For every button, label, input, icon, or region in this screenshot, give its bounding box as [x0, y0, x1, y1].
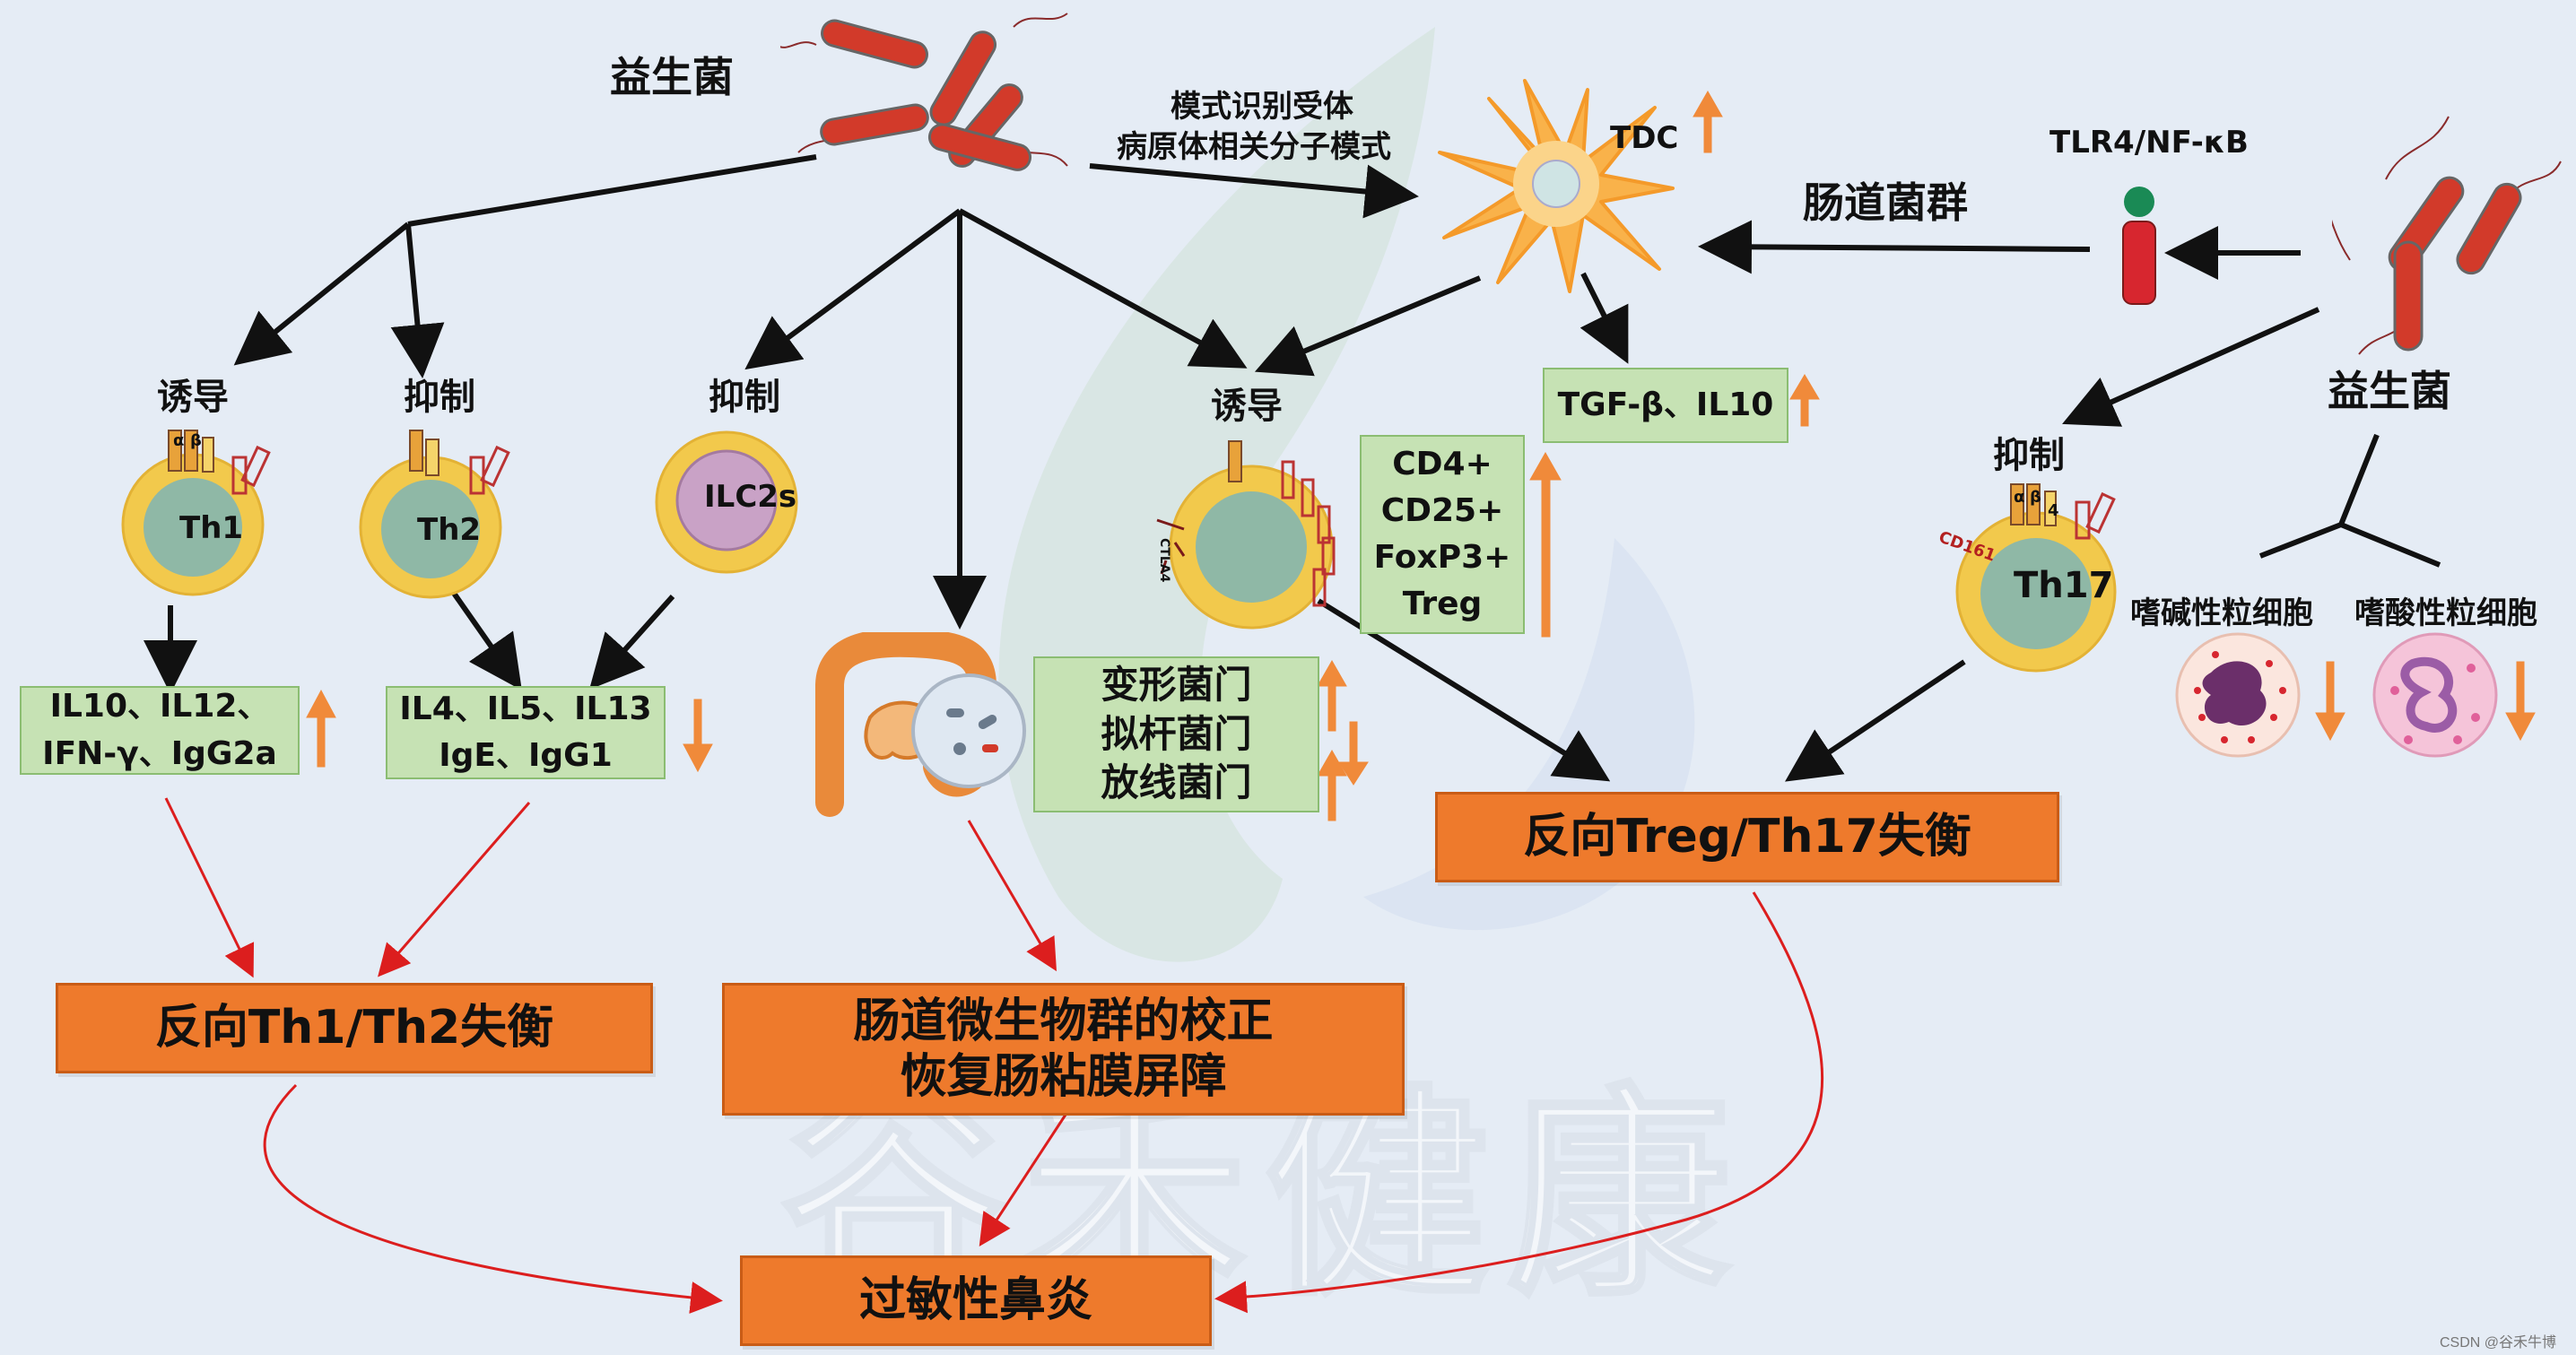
- red-arrow-micro-final: [979, 1111, 1069, 1247]
- pattern-label-1: 模式识别受体: [1171, 89, 1353, 125]
- inhibit-label-th2: 抑制: [404, 377, 475, 418]
- tlr4-label: TLR4/NF-κB: [2049, 125, 2249, 161]
- th17-cell: [1955, 483, 2117, 673]
- th2-cell: [359, 430, 510, 599]
- receptor-num-th17: 4: [2048, 501, 2059, 520]
- ctla4-label: CTLA4: [1157, 538, 1172, 583]
- ilc2-label: ILC2s: [704, 479, 797, 515]
- arrow-th2-to-box: [450, 590, 522, 691]
- th1-cell: [121, 430, 271, 596]
- receptor-beta-th17: β: [2030, 488, 2041, 507]
- dendritic-cell: [1438, 79, 1675, 293]
- th1-cytokine-box: IL10、IL12、 IFN-γ、IgG2a: [20, 686, 300, 775]
- treg-cell: [1156, 440, 1336, 630]
- arrow-to-treg-induce: [958, 208, 1248, 369]
- treg-marker: CD25+: [1380, 491, 1504, 529]
- phyla-box: 变形菌门 拟杆菌门 放线菌门: [1033, 656, 1319, 812]
- up-arrow-tgf: [1789, 374, 1820, 427]
- induce-label-th1: 诱导: [157, 377, 229, 418]
- phylum-item: 拟杆菌门: [1101, 711, 1252, 756]
- bacteria-cluster-right: [2332, 116, 2562, 355]
- microbiota-outcome-line: 恢复肠粘膜屏障: [900, 1050, 1227, 1104]
- receptor-alpha: α: [173, 431, 185, 450]
- eosinophil-label: 嗜酸性粒细胞: [2354, 595, 2537, 631]
- red-arrow-treg-final: [1214, 891, 1824, 1314]
- down-arrow-bactero: [1338, 721, 1369, 786]
- final-outcome-label: 过敏性鼻炎: [858, 1273, 1092, 1328]
- treg-marker: FoxP3+: [1373, 539, 1511, 576]
- arrow-to-th1-induce: [233, 221, 410, 366]
- inhibit-label-ilc2: 抑制: [709, 377, 780, 418]
- phylum-item: 变形菌门: [1101, 663, 1252, 708]
- ilc2-cell: [655, 430, 798, 574]
- red-arrows: [164, 797, 1824, 1314]
- arrow-ilc2-to-box: [588, 594, 675, 690]
- arrow-th17-to-outcome: [1785, 659, 1966, 782]
- orange-arrows: [306, 90, 2536, 821]
- tgf-box: TGF-β、IL10: [1543, 368, 1788, 443]
- th2-label: Th2: [417, 512, 482, 548]
- th2-cytokine-line: IL4、IL5、IL13: [399, 690, 652, 727]
- arrow-tdc-to-tgf: [1580, 272, 1629, 364]
- treg-th17-outcome-label: 反向Treg/Th17失衡: [1523, 810, 1971, 864]
- th1-label: Th1: [179, 510, 244, 546]
- credit-text: CSDN @谷禾牛博: [2440, 1335, 2557, 1351]
- arrow-to-th2-inhibit: [390, 223, 445, 378]
- microbiota-outcome-box: 肠道微生物群的校正 恢复肠粘膜屏障: [722, 983, 1405, 1116]
- receptor-alpha-th17: α: [2014, 488, 2025, 507]
- red-arrow-th1: [164, 797, 255, 978]
- th1-cytokine-line: IL10、IL12、: [49, 688, 270, 725]
- tdc-label: TDC: [1610, 120, 1679, 156]
- arrow-flora-to-tdc: [1698, 220, 2091, 274]
- up-arrow-actino: [1317, 749, 1347, 821]
- th1-th2-outcome-box: 反向Th1/Th2失衡: [56, 983, 653, 1073]
- treg-marker: Treg: [1402, 586, 1483, 623]
- receptor-beta: β: [190, 431, 202, 450]
- th2-cytokine-box: IL4、IL5、IL13 IgE、IgG1: [386, 686, 666, 779]
- down-arrow-eos: [2505, 661, 2536, 742]
- eosinophil-cell: [2372, 632, 2498, 758]
- th1-cytokine-line: IFN-γ、IgG2a: [42, 734, 277, 772]
- red-arrow-th1th2-final: [263, 1083, 723, 1314]
- gut-flora-label: 肠道菌群: [1803, 178, 1968, 227]
- tgf-label: TGF-β、IL10: [1557, 386, 1774, 423]
- down-arrow-baso: [2315, 661, 2345, 742]
- probiotic-fork: [2258, 433, 2441, 568]
- up-arrow-th1: [306, 689, 336, 768]
- branch-line: [407, 154, 817, 227]
- induce-label-treg: 诱导: [1211, 386, 1283, 427]
- basophil-label: 嗜碱性粒细胞: [2130, 595, 2313, 631]
- probiotic-right-label: 益生菌: [2328, 367, 2451, 415]
- arrow-to-th17-inhibit: [2062, 307, 2320, 427]
- red-arrow-intestine: [967, 820, 1057, 972]
- treg-th17-outcome-box: 反向Treg/Th17失衡: [1435, 792, 2059, 882]
- treg-marker: CD4+: [1392, 445, 1493, 482]
- inhibit-label-th17: 抑制: [1993, 435, 2065, 476]
- arrow-to-tdc: [1089, 163, 1419, 219]
- bacteria-cluster-top: [780, 13, 1068, 171]
- down-arrow-th2: [683, 699, 713, 773]
- pattern-label-2: 病原体相关分子模式: [1117, 129, 1391, 165]
- red-arrow-th2: [378, 802, 531, 977]
- up-arrow-tdc: [1693, 90, 1723, 153]
- tlr4-receptor-icon: [2122, 187, 2156, 305]
- intestine-icon: [815, 632, 1026, 817]
- basophil-cell: [2175, 632, 2301, 758]
- bacterium: [820, 19, 1032, 171]
- arrow-tdc-to-treg: [1254, 275, 1482, 377]
- probiotic-top-label: 益生菌: [610, 53, 734, 101]
- up-arrow-treg: [1529, 451, 1562, 638]
- th1-th2-outcome-label: 反向Th1/Th2失衡: [154, 1001, 554, 1055]
- treg-marker-box: CD4+ CD25+ FoxP3+ Treg: [1360, 435, 1525, 634]
- final-outcome-box: 过敏性鼻炎: [740, 1255, 1212, 1346]
- th2-cytokine-line: IgE、IgG1: [439, 737, 613, 774]
- phylum-item: 放线菌门: [1101, 760, 1252, 805]
- up-arrow-proteo: [1317, 659, 1347, 732]
- microbiota-outcome-line: 肠道微生物群的校正: [853, 994, 1274, 1048]
- th17-label: Th17: [2014, 565, 2114, 606]
- arrow-to-ilc2-inhibit: [744, 208, 962, 370]
